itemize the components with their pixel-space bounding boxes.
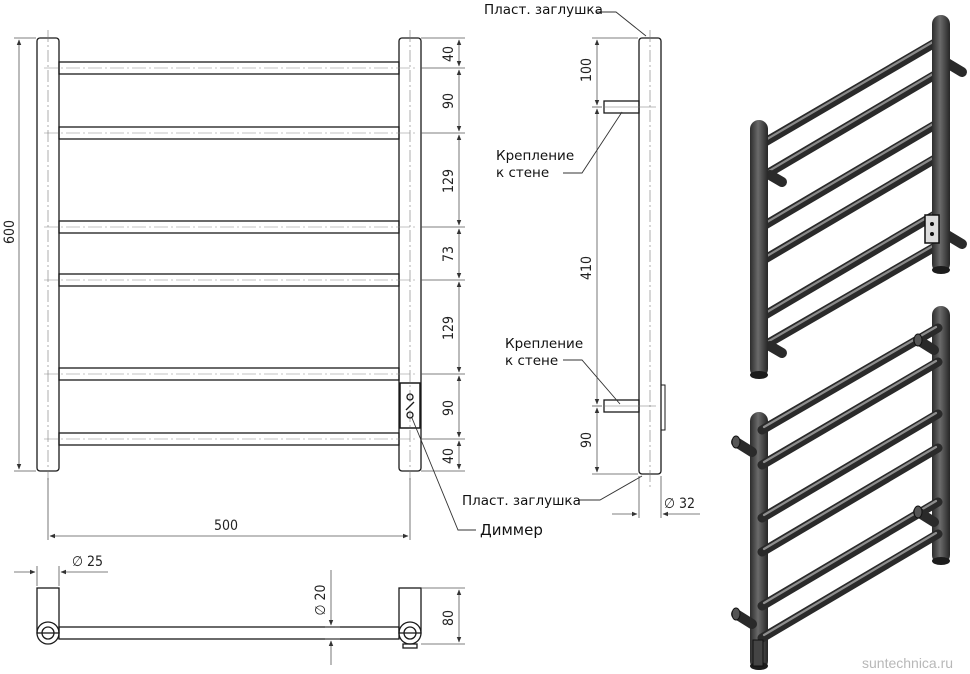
top-dim-rung: ∅ 20: [313, 585, 329, 616]
render-left-post: [750, 120, 768, 378]
segment-label: 90: [441, 93, 457, 109]
segment-dimensions: [421, 37, 465, 472]
side-dim-diameter: ∅ 32: [664, 496, 695, 512]
segment-label: 40: [441, 46, 457, 62]
render-right-post: [932, 15, 950, 273]
dimmer-leader: [411, 417, 476, 531]
top-view: [36, 587, 422, 649]
dimmer-label: Диммер: [480, 521, 543, 539]
top-dim-pipe: ∅ 25: [72, 554, 103, 570]
dimmer-box: [399, 382, 421, 429]
render-back-view: [750, 15, 967, 379]
mount-top-label-line1: Крепление: [496, 148, 574, 164]
height-dimension: [14, 37, 36, 472]
segment-label: 40: [441, 448, 457, 464]
side-dimensions: [592, 37, 700, 518]
watermark: suntechnica.ru: [862, 655, 953, 671]
width-dimension: [47, 478, 411, 540]
cap-top-label: Пласт. заглушка: [484, 2, 603, 18]
mount-top-label-line2: к стене: [496, 165, 549, 181]
side-callout-leaders: [563, 11, 647, 501]
dimmer-knob-icon: [406, 393, 414, 401]
mount-bottom-label-line1: Крепление: [505, 336, 583, 352]
dim-width-label: 500: [214, 518, 238, 534]
dim-height-label: 600: [2, 220, 18, 244]
segment-label: 73: [441, 246, 457, 262]
top-dim-depth: 80: [441, 610, 457, 626]
segment-label: 90: [441, 400, 457, 416]
mount-bottom-label-line2: к стене: [505, 353, 558, 369]
top-left-post: [36, 587, 60, 634]
top-rung: [58, 626, 400, 640]
front-view: [36, 30, 422, 480]
side-view: [603, 30, 666, 490]
top-right-post: [398, 587, 422, 634]
render-front-view: [731, 306, 950, 670]
side-dim-bottom: 90: [579, 432, 595, 448]
segment-label: 129: [441, 169, 457, 193]
cap-bottom-label: Пласт. заглушка: [462, 493, 581, 509]
side-dim-mid: 410: [579, 256, 595, 280]
rungs: [58, 61, 400, 446]
side-dim-top: 100: [579, 58, 595, 82]
segment-label: 129: [441, 316, 457, 340]
top-dimensions: [14, 566, 465, 665]
